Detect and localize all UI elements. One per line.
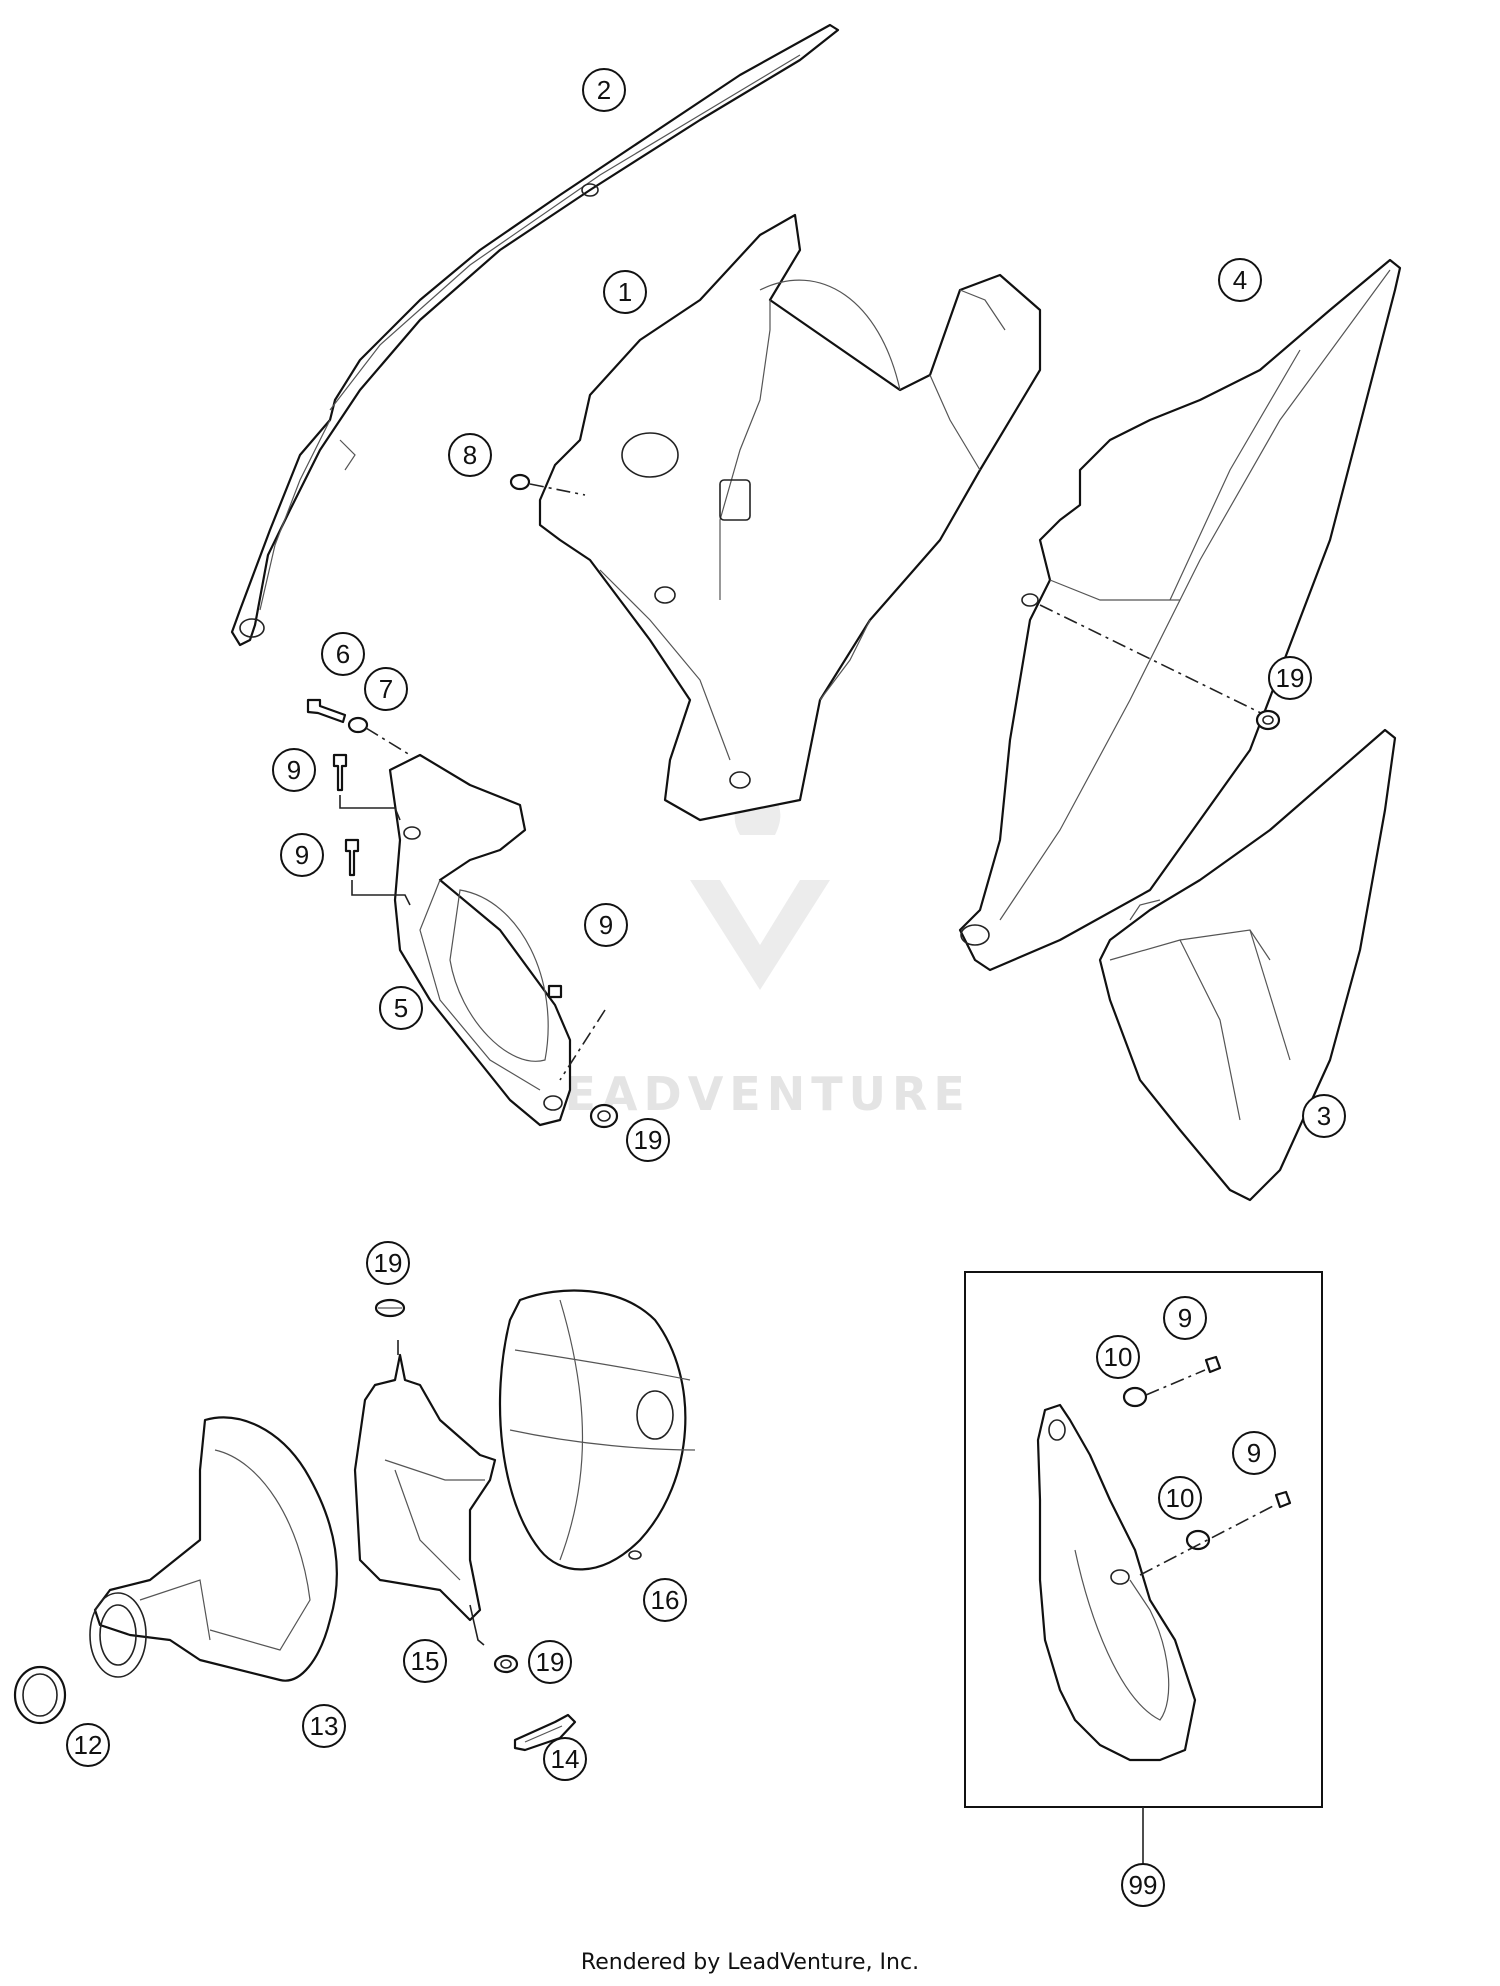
svg-text:6: 6 [336, 639, 350, 669]
part-19-grommet-lower [493, 1654, 519, 1674]
callout-6: 6 [321, 632, 365, 676]
callout-9-b: 9 [280, 833, 324, 877]
part-1-frame-cover [538, 213, 1042, 822]
callout-10-lower: 10 [1158, 1476, 1202, 1520]
callout-3: 3 [1302, 1094, 1346, 1138]
svg-text:7: 7 [379, 674, 393, 704]
svg-text:19: 19 [634, 1125, 663, 1155]
part-5-filter-mount [388, 753, 572, 1127]
callout-19-panel: 19 [1268, 656, 1312, 700]
part-13-airbox-boot [89, 1416, 338, 1682]
svg-text:99: 99 [1129, 1870, 1158, 1900]
svg-text:12: 12 [74, 1730, 103, 1760]
bolts-washers-group [306, 698, 619, 1129]
svg-text:3: 3 [1317, 1101, 1331, 1131]
part-15-filter-cage [353, 1340, 497, 1646]
part-4-side-panel [958, 258, 1402, 972]
callout-2: 2 [582, 68, 626, 112]
svg-text:10: 10 [1166, 1483, 1195, 1513]
svg-text:13: 13 [310, 1711, 339, 1741]
part-19-grommet-top [374, 1298, 406, 1318]
part-16-filter-cover [498, 1289, 696, 1571]
part-14-clip [513, 1713, 577, 1752]
svg-text:9: 9 [1178, 1303, 1192, 1333]
callout-10-upper: 10 [1096, 1335, 1140, 1379]
svg-text:2: 2 [597, 75, 611, 105]
callout-9-kit-lower: 9 [1232, 1431, 1276, 1475]
callout-12: 12 [66, 1723, 110, 1767]
svg-text:9: 9 [1247, 1438, 1261, 1468]
callout-4: 4 [1218, 258, 1262, 302]
svg-text:4: 4 [1233, 265, 1247, 295]
part-2-upper-strip [230, 23, 840, 647]
part-12-hose-clamp [13, 1665, 67, 1725]
kit-99-guard [1036, 1355, 1292, 1762]
callout-8: 8 [448, 433, 492, 477]
svg-text:9: 9 [287, 755, 301, 785]
svg-text:15: 15 [411, 1646, 440, 1676]
svg-text:19: 19 [1276, 663, 1305, 693]
callout-19-mount: 19 [626, 1118, 670, 1162]
callout-9-kit-upper: 9 [1163, 1296, 1207, 1340]
callout-5: 5 [379, 986, 423, 1030]
callout-14: 14 [543, 1737, 587, 1781]
svg-text:16: 16 [651, 1585, 680, 1615]
callout-99: 99 [1121, 1863, 1165, 1907]
part-8-fastener [509, 473, 586, 496]
svg-text:1: 1 [618, 277, 632, 307]
part-3-lower-panel [1098, 728, 1397, 1202]
watermark: LEADVENTURE [529, 770, 965, 1121]
callout-7: 7 [364, 667, 408, 711]
svg-text:10: 10 [1104, 1342, 1133, 1372]
svg-text:19: 19 [536, 1647, 565, 1677]
callout-13: 13 [302, 1704, 346, 1748]
callout-19-top: 19 [366, 1241, 410, 1285]
svg-text:8: 8 [463, 440, 477, 470]
svg-text:9: 9 [295, 840, 309, 870]
part-19-grommet-right [1255, 709, 1281, 731]
callout-19-lower: 19 [528, 1640, 572, 1684]
callout-16: 16 [643, 1578, 687, 1622]
callout-9-c: 9 [584, 903, 628, 947]
callout-1: 1 [603, 270, 647, 314]
footer-credit: Rendered by LeadVenture, Inc. [580, 1950, 920, 1975]
svg-text:19: 19 [374, 1248, 403, 1278]
callout-15: 15 [403, 1639, 447, 1683]
callout-9-a: 9 [272, 748, 316, 792]
svg-text:9: 9 [599, 910, 613, 940]
svg-text:14: 14 [551, 1744, 580, 1774]
svg-text:5: 5 [394, 993, 408, 1023]
